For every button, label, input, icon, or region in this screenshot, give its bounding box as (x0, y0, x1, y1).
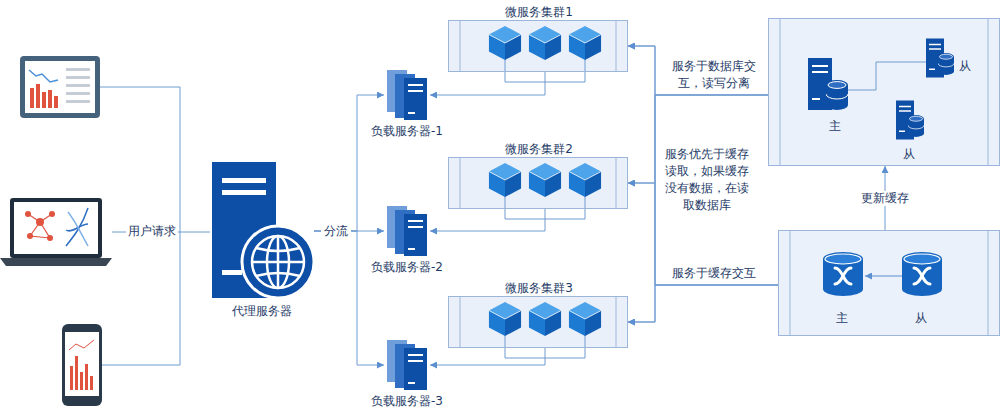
cluster-bands (448, 20, 628, 358)
annotation: 服务于数据库交互，读写分离 (664, 58, 764, 92)
connector (628, 285, 778, 322)
connector (314, 231, 384, 365)
cache-panel: 主从 (778, 230, 1000, 336)
node-label: 负载服务器-2 (371, 260, 443, 275)
laptop-icon (0, 198, 112, 266)
service-cluster: 微服务集群3 (448, 296, 628, 348)
database-panel-art (768, 18, 1000, 166)
connector (314, 95, 384, 231)
node-label: 从 (959, 59, 971, 74)
database-panel: 主从从 (768, 18, 1000, 166)
load-server: 负载服务器-2 (384, 206, 430, 256)
edge-label: 更新缓存 (858, 191, 912, 206)
node-label: 主 (836, 311, 848, 326)
edge-label: 分流 (321, 224, 351, 239)
node-label: 从 (903, 147, 915, 162)
load-server-icons (387, 70, 427, 390)
node-label: 微服务集群1 (505, 5, 573, 20)
device-wires (100, 87, 210, 365)
connector (628, 95, 768, 322)
node-label: 主 (829, 119, 841, 134)
annotation: 服务于缓存交互 (670, 266, 758, 281)
connector (430, 348, 545, 365)
phone-icon (62, 324, 102, 406)
service-cluster: 微服务集群1 (448, 20, 628, 72)
service-cluster: 微服务集群2 (448, 157, 628, 209)
node-label: 微服务集群3 (505, 281, 573, 296)
cache-panel-art (778, 230, 1000, 336)
node-label: 代理服务器 (232, 304, 292, 319)
connector (628, 46, 768, 95)
load-server: 负载服务器-1 (384, 70, 430, 120)
load-server: 负载服务器-3 (384, 340, 430, 390)
node-label: 从 (915, 311, 927, 326)
proxy-server: 代理服务器 (210, 162, 314, 300)
annotation: 用户请求 (126, 224, 178, 239)
tablet-icon (20, 56, 100, 118)
connector (430, 209, 545, 231)
annotation: 服务优先于缓存读取，如果缓存没有数据，在读取数据库 (660, 146, 754, 214)
node-label: 负载服务器-3 (371, 394, 443, 409)
proxy-server-icon (212, 162, 314, 298)
node-label: 负载服务器-1 (371, 124, 443, 139)
node-label: 微服务集群2 (505, 142, 573, 157)
connector (628, 46, 778, 285)
connector (430, 72, 545, 95)
